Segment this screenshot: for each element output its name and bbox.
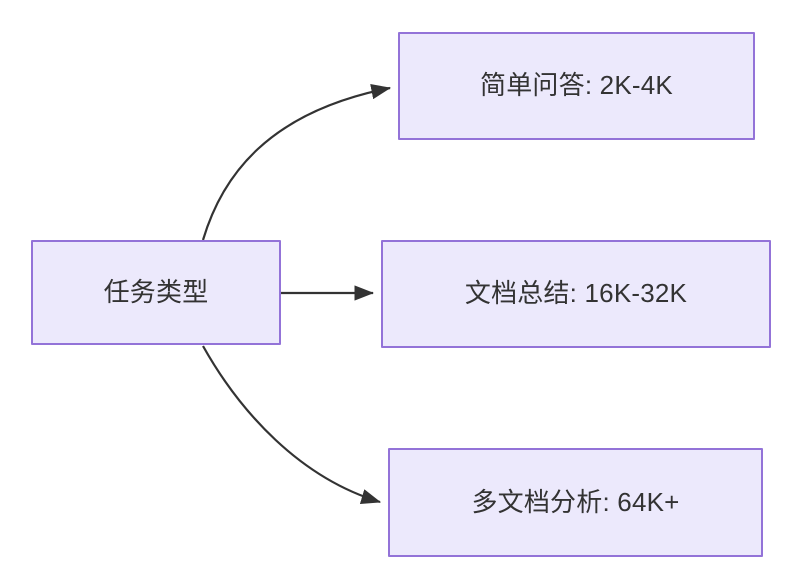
node-simple-qa-label: 简单问答: 2K-4K: [480, 70, 673, 101]
edge-root-to-multi-doc: [202, 345, 382, 504]
edge-root-to-simple-qa: [201, 84, 392, 241]
node-document-summary[interactable]: 文档总结: 16K-32K: [381, 240, 771, 348]
node-root-label: 任务类型: [103, 276, 209, 307]
node-multi-document-analysis[interactable]: 多文档分析: 64K+: [388, 448, 763, 557]
node-multi-document-analysis-label: 多文档分析: 64K+: [471, 486, 680, 517]
node-document-summary-label: 文档总结: 16K-32K: [464, 278, 688, 309]
node-root-task-type[interactable]: 任务类型: [31, 240, 281, 345]
node-simple-qa[interactable]: 简单问答: 2K-4K: [398, 32, 755, 140]
